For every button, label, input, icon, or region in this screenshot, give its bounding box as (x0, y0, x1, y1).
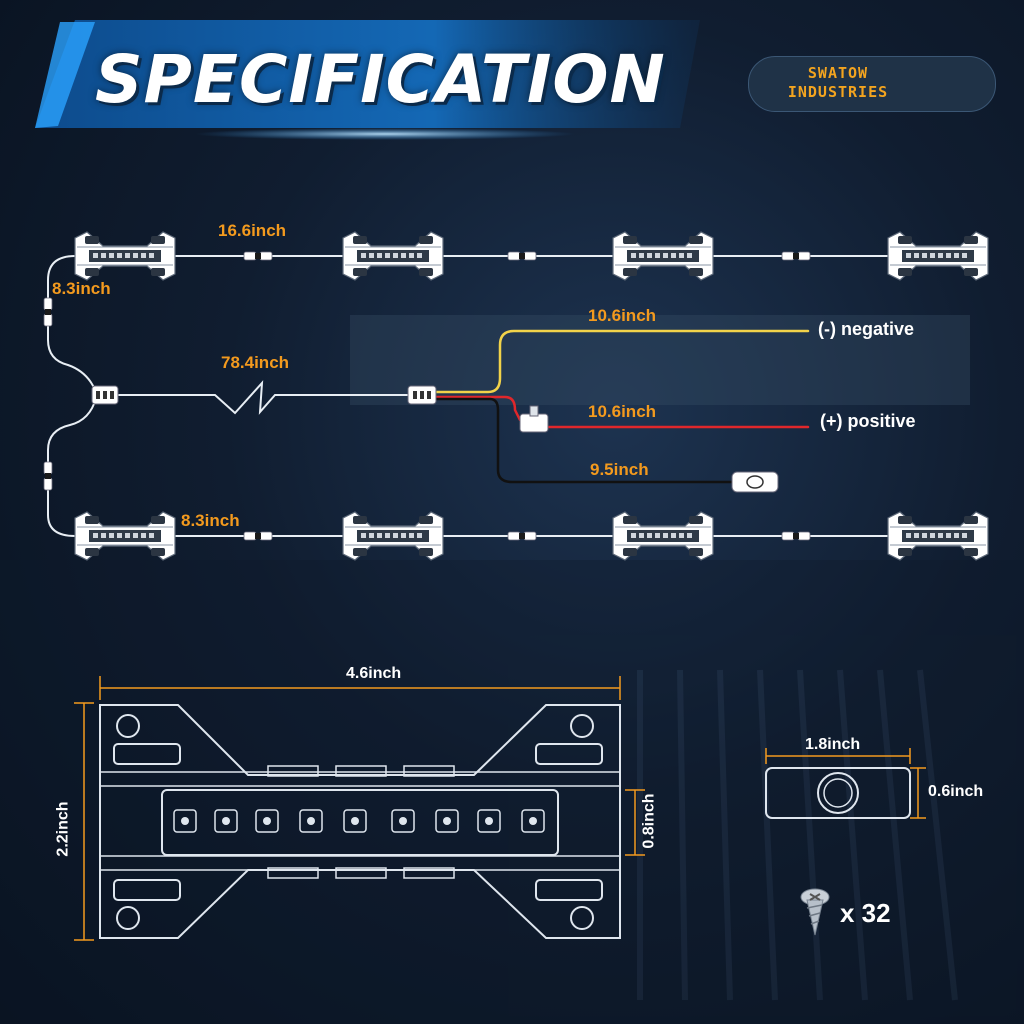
switch-length-label: 9.5inch (590, 460, 649, 479)
connector (781, 251, 811, 261)
connector (243, 531, 273, 541)
connector (43, 297, 53, 327)
brand-logo: SWATOW INDUSTRIES (768, 64, 908, 104)
header-banner (35, 20, 700, 140)
brand-line2: INDUSTRIES (787, 83, 889, 101)
led-pod (342, 231, 444, 281)
background-truck-bed (0, 315, 1024, 1024)
main-cable-label: 78.4inch (221, 353, 290, 372)
fuse-holder (519, 405, 549, 433)
switch-dimension-drawing (765, 748, 926, 819)
screw-quantity: x 32 (840, 898, 891, 928)
pod-width-label: 4.6inch (346, 665, 402, 682)
positive-label: (+) positive (820, 411, 916, 431)
led-pod (612, 511, 714, 561)
connector (43, 461, 53, 491)
brand-line1: SWATOW (807, 64, 869, 82)
switch-button-icon (731, 471, 779, 493)
led-pod (612, 231, 714, 281)
negative-label: (-) negative (818, 319, 915, 339)
top-lead-label: 8.3inch (52, 279, 111, 298)
pod-spacing-label: 16.6inch (218, 221, 287, 240)
switch-width-label: 1.8inch (805, 736, 861, 753)
brand-badge (748, 56, 996, 112)
connector (781, 531, 811, 541)
splitter-plug (91, 385, 119, 405)
connector (507, 531, 537, 541)
led-pod (887, 511, 989, 561)
pod-dimension-drawing (74, 676, 645, 941)
connector (243, 251, 273, 261)
led-pod (74, 231, 176, 281)
bottom-lead-label: 8.3inch (181, 511, 240, 530)
page-title: SPECIFICATION (95, 41, 666, 118)
led-pod (887, 231, 989, 281)
screw-icon (800, 888, 830, 936)
power-plug (407, 385, 437, 405)
positive-length-label: 10.6inch (588, 402, 657, 421)
connector (507, 251, 537, 261)
led-pod (342, 511, 444, 561)
led-pod (74, 511, 176, 561)
led-strip-height-label: 0.8inch (640, 793, 658, 849)
negative-length-label: 10.6inch (588, 306, 657, 325)
pod-height-label: 2.2inch (54, 801, 72, 857)
switch-height-label: 0.6inch (928, 783, 984, 800)
